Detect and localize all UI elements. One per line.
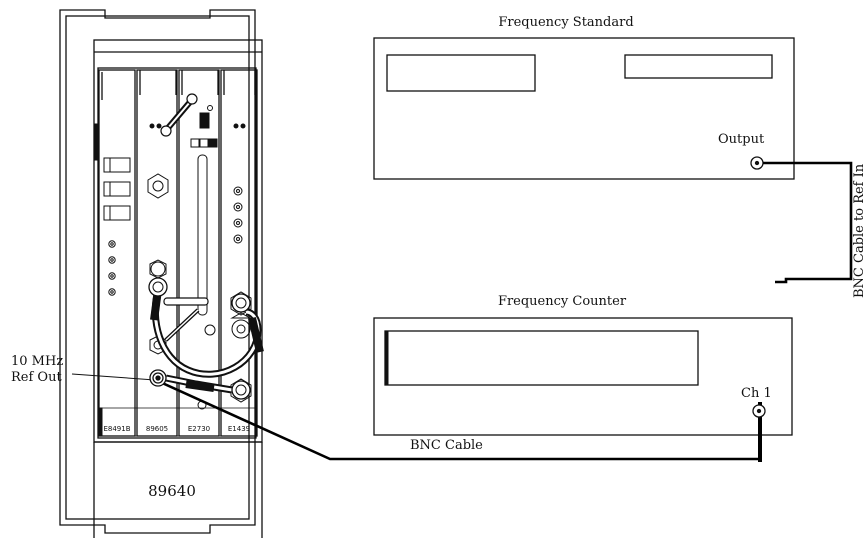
mainframe-89640 [59,9,263,538]
frequency-standard-output-label: Output [718,132,765,147]
slot-label-e8491b: E8491B [103,425,130,433]
slot-label-e1439: E1439 [228,425,250,433]
slot-label-e2730: E2730 [188,425,210,433]
slot-e8491b-details [94,123,131,437]
counter-ch1-connector [752,404,766,418]
ref-out-label-line2: Ref Out [11,370,62,385]
frequency-counter [373,317,793,436]
bnc-ref-in-label: BNC Cable to Ref In [852,163,867,298]
internal-cables [148,93,264,400]
frequency-standard-title: Frequency Standard [498,15,633,30]
frequency-counter-title: Frequency Counter [498,294,627,309]
mainframe-model-label: 89640 [148,482,196,500]
ref-out-leader-line [71,373,156,381]
ref-out-label-line1: 10 MHz [11,354,63,369]
slot-e2730-details [190,105,218,410]
frequency-counter-ch1-label: Ch 1 [741,386,772,401]
external-cables [159,161,853,462]
frequency-standard [373,37,795,180]
bnc-cable-label: BNC Cable [410,438,483,453]
slot-label-89605: 89605 [146,425,168,433]
ref-out-connector [149,369,167,387]
